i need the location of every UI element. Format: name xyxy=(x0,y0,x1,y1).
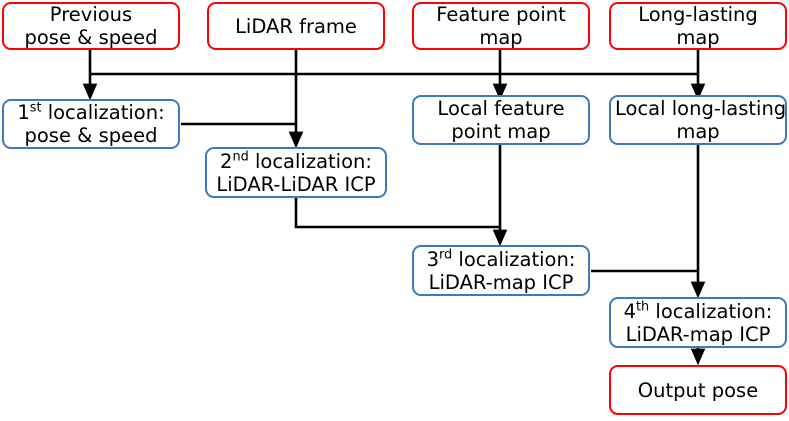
node-localization-3-line2: LiDAR-map ICP xyxy=(428,270,574,294)
node-long-lasting-map-line1: Long-lasting xyxy=(638,3,758,26)
node-localization-2[interactable]: 2nd localization: LiDAR-LiDAR ICP xyxy=(205,147,387,198)
node-output-pose-line1: Output pose xyxy=(637,378,759,402)
node-long-lasting-map-line2: map xyxy=(676,26,720,49)
node-feature-point-map-line1: Feature point xyxy=(436,3,566,26)
node-output-pose[interactable]: Output pose xyxy=(609,365,787,415)
node-localization-3-ordinal-suffix: rd xyxy=(439,247,453,262)
node-localization-1-line1-rest: localization: xyxy=(41,101,165,124)
node-local-feature-point-map-line1: Local feature xyxy=(437,97,565,120)
node-localization-4-ordinal: 4 xyxy=(623,299,637,323)
node-localization-3-line1-rest: localization: xyxy=(452,247,576,271)
node-localization-3-ordinal: 3 xyxy=(426,247,439,271)
node-localization-4-line1-rest: localization: xyxy=(649,299,773,323)
node-feature-point-map[interactable]: Feature point map xyxy=(412,2,590,50)
node-localization-4[interactable]: 4th localization: LiDAR-map ICP xyxy=(609,297,787,348)
node-localization-2-ordinal: 2 xyxy=(220,149,233,173)
node-localization-2-ordinal-suffix: nd xyxy=(232,149,249,164)
node-previous-pose-speed-line2: pose & speed xyxy=(24,26,158,49)
node-local-long-lasting-map-line2: map xyxy=(676,120,720,143)
node-localization-1-line2: pose & speed xyxy=(24,124,158,147)
node-local-feature-point-map[interactable]: Local feature point map xyxy=(412,95,590,145)
node-localization-4-line2: LiDAR-map ICP xyxy=(625,322,771,346)
node-localization-1-ordinal-suffix: st xyxy=(29,100,42,116)
node-local-long-lasting-map-line1: Local long-lasting xyxy=(615,97,787,120)
node-feature-point-map-line2: map xyxy=(479,26,523,49)
node-localization-2-line1-rest: localization: xyxy=(248,149,372,173)
node-localization-2-line2: LiDAR-LiDAR ICP xyxy=(216,172,376,196)
node-localization-1[interactable]: 1st localization: pose & speed xyxy=(2,99,180,149)
node-lidar-frame-line1: LiDAR frame xyxy=(235,14,357,38)
node-local-feature-point-map-line2: point map xyxy=(451,120,551,143)
node-local-long-lasting-map[interactable]: Local long-lasting map xyxy=(609,95,787,145)
node-lidar-frame[interactable]: LiDAR frame xyxy=(207,2,385,50)
node-previous-pose-speed-line1: Previous xyxy=(49,3,133,26)
node-localization-1-ordinal: 1 xyxy=(17,101,30,124)
edge-loc2-to-loc3 xyxy=(294,198,500,229)
node-previous-pose-speed[interactable]: Previous pose & speed xyxy=(2,2,180,50)
node-localization-4-ordinal-suffix: th xyxy=(636,299,650,314)
node-localization-3[interactable]: 3rd localization: LiDAR-map ICP xyxy=(412,245,590,296)
node-long-lasting-map[interactable]: Long-lasting map xyxy=(609,2,787,50)
